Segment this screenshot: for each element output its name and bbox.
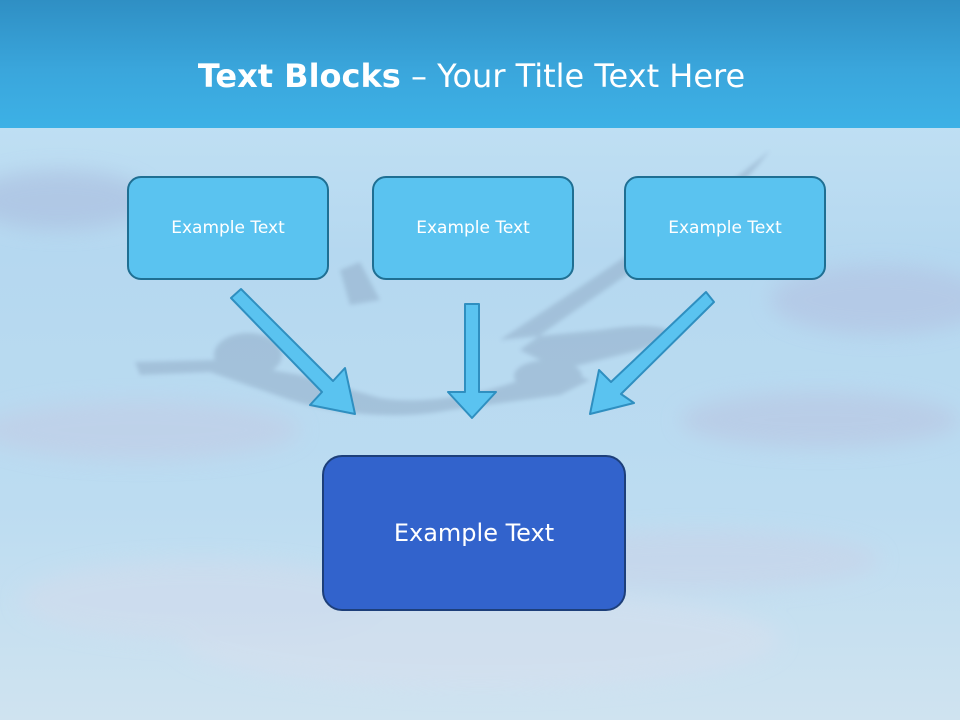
target-text-block[interactable]: Example Text [322, 455, 626, 611]
text-block-1-label: Example Text [171, 218, 285, 238]
title-bar [0, 0, 960, 128]
page-title: Text Blocks – Your Title Text Here [0, 52, 943, 100]
text-block-2-label: Example Text [416, 218, 530, 238]
arrow-right-diagonal [589, 291, 715, 415]
title-rest: Your Title Text Here [437, 57, 746, 95]
text-block-3[interactable]: Example Text [624, 176, 826, 280]
text-block-2[interactable]: Example Text [372, 176, 574, 280]
title-separator: – [400, 57, 438, 95]
arrow-left-diagonal [230, 288, 356, 415]
arrow-center-down [447, 303, 497, 419]
text-block-1[interactable]: Example Text [127, 176, 329, 280]
airplane-silhouette-icon [135, 150, 770, 416]
title-bold-part: Text Blocks [197, 57, 401, 95]
target-text-block-label: Example Text [393, 519, 555, 547]
text-block-3-label: Example Text [668, 218, 782, 238]
